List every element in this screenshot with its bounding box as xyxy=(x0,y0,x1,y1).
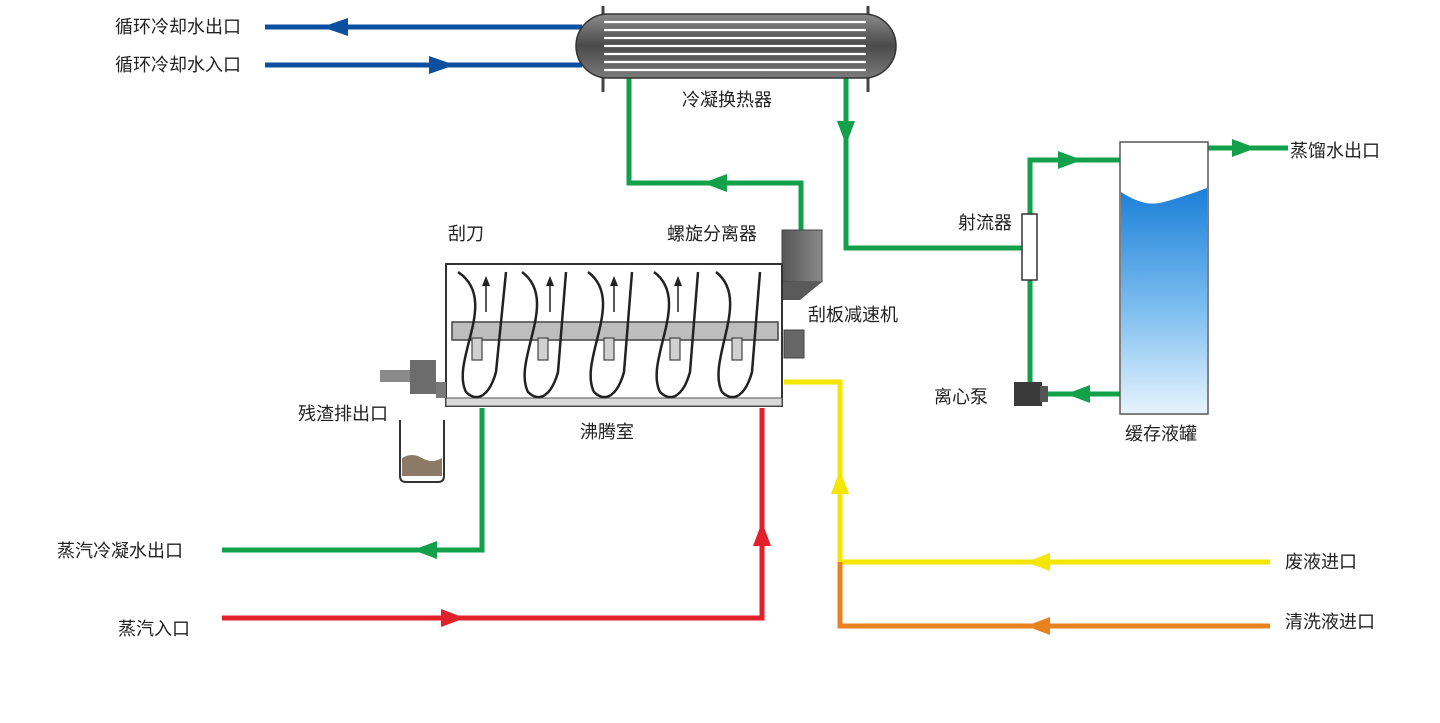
label-condenser: 冷凝换热器 xyxy=(682,90,772,111)
condenser-heat-exchanger xyxy=(575,6,897,92)
label-distilled-out: 蒸馏水出口 xyxy=(1290,141,1380,162)
label-residue-outlet: 残渣排出口 xyxy=(298,404,388,425)
scraper-reducer xyxy=(783,329,805,359)
labels: 循环冷却水出口 循环冷却水入口 冷凝换热器 蒸馏水出口 射流器 刮刀 螺旋分离器… xyxy=(57,17,1380,640)
label-scraper-blade: 刮刀 xyxy=(448,224,484,245)
steam-pipes xyxy=(222,408,771,627)
label-steam-in: 蒸汽入口 xyxy=(118,619,190,640)
label-centrifugal-pump: 离心泵 xyxy=(934,387,988,408)
cooling-in-arrow xyxy=(429,56,455,74)
label-cooling-in: 循环冷却水入口 xyxy=(115,55,241,76)
residue-container xyxy=(399,420,445,483)
boiling-chamber xyxy=(445,263,783,407)
label-buffer-tank: 缓存液罐 xyxy=(1125,424,1197,445)
buffer-tank xyxy=(1119,141,1209,415)
centrifugal-pump xyxy=(1014,382,1048,406)
cooling-out-arrow xyxy=(322,18,348,36)
spiral-separator xyxy=(781,229,823,300)
cleaning-liquid-pipes xyxy=(837,562,1270,635)
label-cooling-out: 循环冷却水出口 xyxy=(115,17,241,38)
cooling-water-pipes xyxy=(265,18,582,74)
distillate-pipes xyxy=(222,78,1288,559)
waste-liquid-pipes xyxy=(784,379,1270,571)
ejector xyxy=(1021,213,1038,281)
label-scraper-reducer: 刮板减速机 xyxy=(808,305,898,326)
label-spiral-separator: 螺旋分离器 xyxy=(667,224,757,245)
label-ejector: 射流器 xyxy=(958,213,1012,234)
label-cleaning-liquid-in: 清洗液进口 xyxy=(1285,612,1375,633)
label-boiling-chamber: 沸腾室 xyxy=(580,422,634,443)
label-waste-liquid-in: 废液进口 xyxy=(1285,552,1357,573)
residue-outlet-fitting xyxy=(380,360,446,398)
label-steam-condensate-out: 蒸汽冷凝水出口 xyxy=(57,541,183,562)
